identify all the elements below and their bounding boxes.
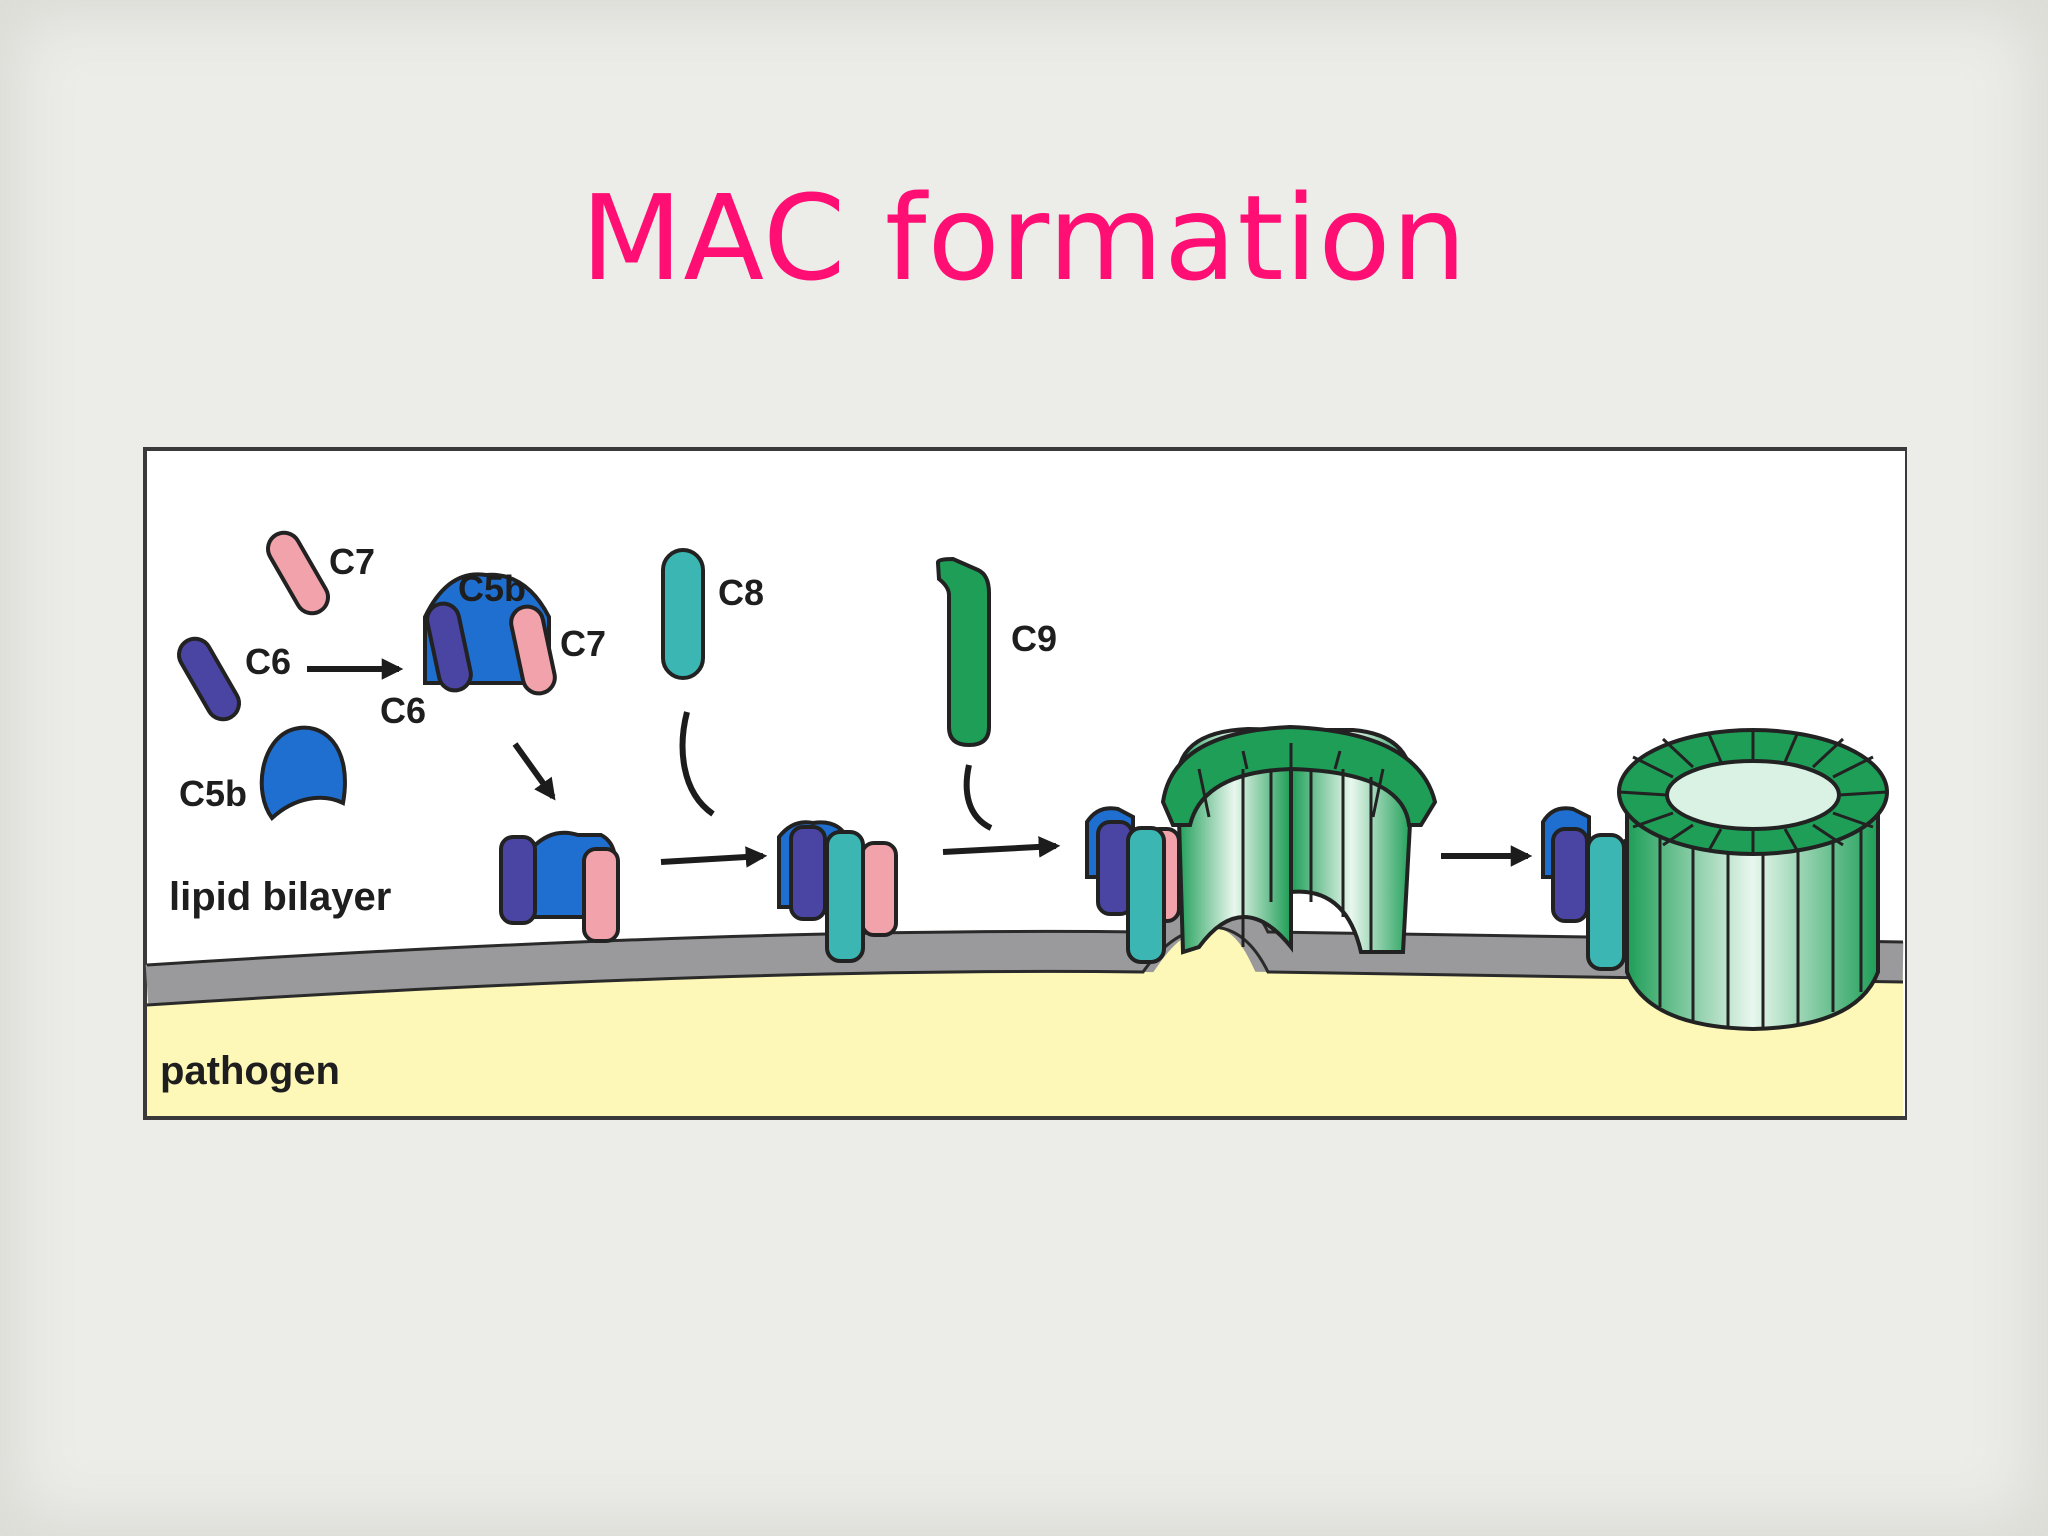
reaction-arrow-3 (942, 836, 1061, 858)
c6-protein-free (177, 636, 241, 722)
label-c5b-complex: C5b (458, 568, 526, 609)
label-c7-complex: C7 (560, 623, 606, 664)
reaction-arrow-down (512, 742, 556, 801)
label-c5b-free: C5b (179, 773, 247, 814)
mac-complete-complex (1541, 806, 1652, 971)
c5b67-membrane-bound (499, 830, 620, 943)
label-lipid-bilayer: lipid bilayer (169, 875, 391, 919)
mac-pore-cutaway (1160, 724, 1438, 955)
c9-protein (935, 556, 991, 748)
c5b678-complex (777, 820, 898, 963)
slide-title: MAC formation (580, 169, 1468, 307)
bent-arrow-c9 (963, 764, 993, 831)
label-c7-free: C7 (329, 541, 375, 582)
mac-partial-complex (1085, 806, 1181, 964)
label-c6-free: C6 (245, 641, 291, 682)
label-c6-complex: C6 (380, 690, 426, 731)
label-c9: C9 (1011, 618, 1057, 659)
label-pathogen: pathogen (160, 1049, 340, 1093)
label-c8: C8 (718, 572, 764, 613)
c5b-protein-free (259, 725, 347, 821)
c8-protein (661, 548, 705, 680)
reaction-arrow-2 (660, 846, 768, 868)
mac-pore-ring-icon (1617, 728, 1889, 1032)
mac-formation-diagram: C7 C6 C5b C5b C7 C6 C8 C9 (143, 447, 1907, 1120)
bent-arrow-c8 (679, 711, 715, 817)
c7-protein-free (266, 530, 330, 616)
c5b67-complex (423, 572, 557, 696)
